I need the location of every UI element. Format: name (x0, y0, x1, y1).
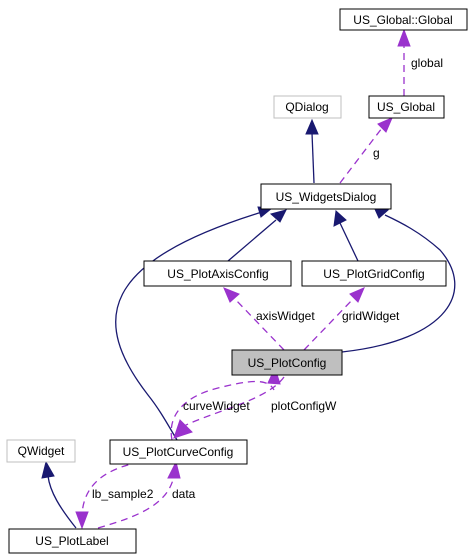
edge-plotconfig-to-plotcurveconfig (173, 376, 285, 439)
edge-plotaxisconfig-to-widgetsdialog (227, 209, 287, 262)
edge-label-curvewidget: curveWidget (183, 399, 250, 413)
edge-plotconfig-to-plotgridconfig (303, 287, 365, 351)
edge-label-data: data (172, 487, 196, 501)
node-us-global-global[interactable]: US_Global::Global (339, 8, 468, 31)
edge-label-lb-sample2: lb_sample2 (92, 487, 154, 501)
node-label: US_PlotAxisConfig (167, 267, 268, 281)
node-us-widgetsdialog[interactable]: US_WidgetsDialog (260, 183, 392, 210)
edge-global-to-us-global-global (397, 28, 411, 96)
node-us-plotconfig[interactable]: US_PlotConfig (231, 349, 343, 376)
edge-plotlabel-to-qwidget (41, 460, 77, 529)
node-label: QWidget (18, 444, 65, 458)
node-label: US_PlotConfig (248, 356, 327, 370)
edge-label-g: g (373, 146, 380, 160)
node-label: US_PlotCurveConfig (123, 445, 234, 459)
node-qwidget: QWidget (6, 439, 76, 463)
node-us-plotaxisconfig[interactable]: US_PlotAxisConfig (143, 260, 292, 287)
edge-widgetsdialog-to-qdialog (305, 118, 319, 184)
edge-label-global: global (411, 56, 443, 70)
edge-plotcurveconfig-to-plotlabel (75, 461, 141, 530)
edge-label-gridwidget: gridWidget (342, 309, 400, 323)
node-label: US_WidgetsDialog (276, 190, 377, 204)
node-label: US_PlotLabel (35, 534, 108, 548)
node-label: US_Global::Global (353, 13, 452, 27)
node-us-plotlabel[interactable]: US_PlotLabel (8, 528, 137, 554)
node-qdialog: QDialog (273, 95, 342, 119)
node-us-plotgridconfig[interactable]: US_PlotGridConfig (301, 260, 447, 287)
edge-label-plotconfigw: plotConfigW (271, 399, 337, 413)
node-us-global[interactable]: US_Global (368, 95, 445, 119)
node-label: US_Global (377, 100, 435, 114)
edge-plotgridconfig-to-widgetsdialog (333, 209, 359, 262)
node-label: US_PlotGridConfig (323, 267, 424, 281)
node-label: QDialog (285, 100, 328, 114)
edge-widgetsdialog-to-us-global (339, 117, 393, 184)
node-us-plotcurveconfig[interactable]: US_PlotCurveConfig (109, 439, 248, 465)
edge-label-axiswidget: axisWidget (256, 309, 315, 323)
edge-plotlabel-to-plotcurveconfig (97, 460, 181, 529)
edge-plotconfig-to-plotaxisconfig (223, 287, 285, 351)
